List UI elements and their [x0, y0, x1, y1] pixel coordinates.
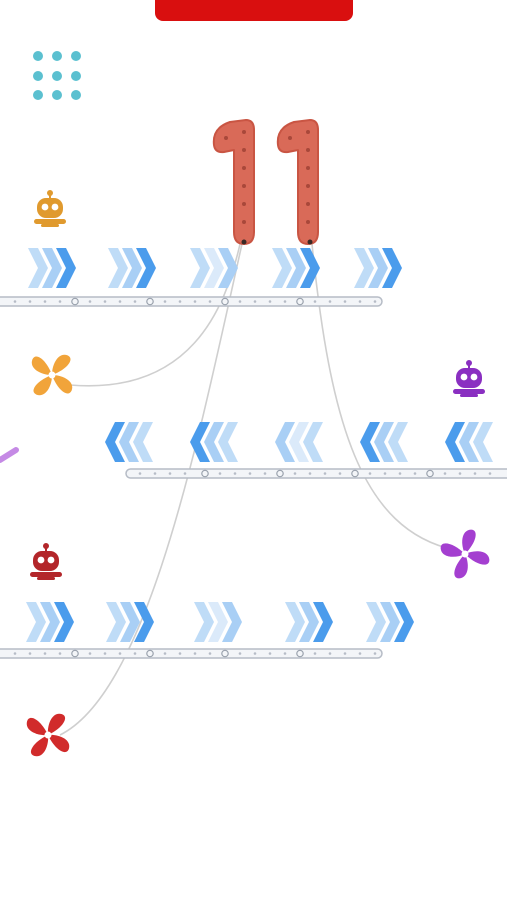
arrows-right-bottom	[26, 602, 414, 642]
conveyor-middle	[105, 422, 507, 479]
orange-fan-icon[interactable]	[26, 349, 78, 401]
arrows-left-middle	[105, 422, 493, 462]
magenta-stick	[0, 447, 19, 463]
purple-fan-icon[interactable]	[437, 526, 493, 582]
menu-grid-icon[interactable]	[33, 51, 83, 101]
level-number-digits	[212, 119, 319, 245]
rope-to-purple-fan	[311, 243, 456, 551]
ropes	[59, 243, 456, 736]
red-fan-icon[interactable]	[23, 710, 73, 760]
red-robot-icon[interactable]	[30, 543, 62, 580]
rope-to-red-fan	[59, 243, 243, 736]
arrows-right-top	[28, 248, 402, 288]
purple-robot-icon[interactable]	[453, 360, 485, 397]
conveyor-top	[0, 248, 402, 307]
top-red-bar	[155, 0, 353, 21]
conveyor-bottom	[0, 602, 414, 659]
orange-robot-icon[interactable]	[34, 190, 66, 227]
